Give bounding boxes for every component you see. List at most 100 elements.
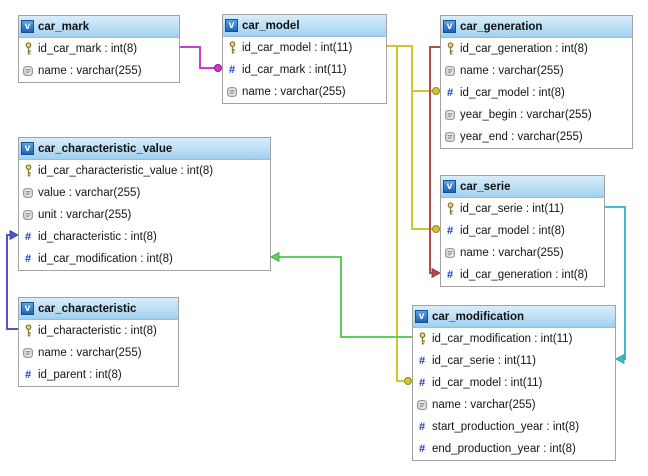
relation-line [387,45,412,385]
column-label: id_car_model : int(11) [432,377,543,389]
column-label: name : varchar(255) [460,65,564,77]
column-row-car_characteristic_value-4[interactable]: #id_car_modification : int(8) [19,248,270,270]
text-field-icon [22,348,34,358]
column-row-car_modification-5[interactable]: # end_production_year : int(8) [413,438,615,460]
relation-line [180,46,222,72]
table-toggle-icon[interactable]: v [21,302,34,315]
column-row-car_generation-1[interactable]: name : varchar(255) [441,60,632,82]
table-toggle-icon[interactable]: v [443,180,456,193]
relation-line [387,45,440,95]
column-label: id_car_mark : int(8) [38,43,138,55]
column-row-car_characteristic_value-0[interactable]: id_car_characteristic_value : int(8) [19,160,270,182]
column-label: id_car_serie : int(11) [432,355,536,367]
table-toggle-icon[interactable]: v [443,20,456,33]
column-label: id_car_generation : int(8) [460,269,588,281]
foreign-key-icon: # [446,268,454,281]
column-row-car_generation-2[interactable]: # id_car_model : int(8) [441,82,632,104]
foreign-key-icon: # [24,252,32,265]
column-label: end_production_year : int(8) [432,443,576,455]
table-title: car_model [242,19,300,32]
column-row-car_modification-3[interactable]: name : varchar(255) [413,394,615,416]
text-field-icon [444,132,456,142]
column-row-car_modification-1[interactable]: # id_car_serie : int(11) [413,350,615,372]
relation-line [387,45,440,233]
column-row-car_modification-0[interactable]: id_car_modification : int(11) [413,328,615,350]
text-field-icon [22,66,34,76]
relation-line [6,229,19,330]
foreign-key-icon: # [24,230,32,243]
column-row-car_generation-4[interactable]: year_end : varchar(255) [441,126,632,148]
foreign-key-icon: # [418,376,426,389]
column-label: id_car_modification : int(11) [432,333,573,345]
column-label: name : varchar(255) [460,247,564,259]
column-row-car_characteristic-2[interactable]: #id_parent : int(8) [19,364,178,386]
column-row-car_generation-0[interactable]: id_car_generation : int(8) [441,38,632,60]
text-field-icon [226,87,238,97]
column-row-car_characteristic-1[interactable]: name : varchar(255) [19,342,178,364]
relation-endpoint-circle [432,87,440,95]
column-row-car_modification-4[interactable]: #start_production_year : int(8) [413,416,615,438]
table-car_characteristic[interactable]: v car_characteristic id_characteristic : i… [18,297,179,387]
foreign-key-icon: # [418,354,426,367]
table-title: car_characteristic [38,302,137,315]
column-row-car_characteristic_value-3[interactable]: # id_characteristic : int(8) [19,226,270,248]
primary-key-icon [22,324,34,338]
table-toggle-icon[interactable]: v [415,310,428,323]
column-row-car_mark-0[interactable]: id_car_mark : int(8) [19,38,179,60]
column-row-car_model-0[interactable]: id_car_model : int(11) [223,37,386,59]
table-header-car_model[interactable]: v car_model [223,15,386,37]
relation-endpoint-arrow [9,229,19,241]
table-car_model[interactable]: v car_model id_car_model : int(11)#id_car_… [222,14,387,104]
table-header-car_characteristic[interactable]: v car_characteristic [19,298,178,320]
column-label: id_car_characteristic_value : int(8) [38,165,214,177]
text-field-icon [22,188,34,198]
foreign-key-icon: # [418,442,426,455]
column-label: id_car_model : int(8) [460,225,565,237]
primary-key-icon [416,332,428,346]
column-label: year_end : varchar(255) [460,131,583,143]
column-label: name : varchar(255) [38,347,142,359]
foreign-key-icon: # [446,86,454,99]
column-label: id_car_model : int(8) [460,87,565,99]
primary-key-icon [22,164,34,178]
text-field-icon [444,66,456,76]
relation-line [429,46,441,279]
column-row-car_characteristic_value-2[interactable]: unit : varchar(255) [19,204,270,226]
column-row-car_serie-3[interactable]: # id_car_generation : int(8) [441,264,604,286]
column-row-car_serie-0[interactable]: id_car_serie : int(11) [441,198,604,220]
relation-endpoint-arrow [615,353,625,365]
column-row-car_modification-2[interactable]: # id_car_model : int(11) [413,372,615,394]
column-row-car_characteristic-0[interactable]: id_characteristic : int(8) [19,320,178,342]
column-label: id_characteristic : int(8) [38,325,157,337]
relation-endpoint-circle [404,377,412,385]
column-label: id_characteristic : int(8) [38,231,157,243]
table-toggle-icon[interactable]: v [21,142,34,155]
column-label: name : varchar(255) [242,86,346,98]
column-label: unit : varchar(255) [38,209,132,221]
column-row-car_model-2[interactable]: name : varchar(255) [223,81,386,103]
primary-key-icon [226,41,238,55]
relation-endpoint-arrow [431,267,441,279]
table-toggle-icon[interactable]: v [21,20,34,33]
table-toggle-icon[interactable]: v [225,19,238,32]
text-field-icon [444,110,456,120]
column-row-car_model-1[interactable]: #id_car_mark : int(11) [223,59,386,81]
column-row-car_serie-1[interactable]: #id_car_model : int(8) [441,220,604,242]
column-row-car_mark-1[interactable]: name : varchar(255) [19,60,179,82]
column-row-car_serie-2[interactable]: name : varchar(255) [441,242,604,264]
column-row-car_characteristic_value-1[interactable]: value : varchar(255) [19,182,270,204]
foreign-key-icon: # [228,63,236,76]
relation-endpoint-circle [214,64,222,72]
column-label: name : varchar(255) [432,399,536,411]
column-row-car_generation-3[interactable]: year_begin : varchar(255) [441,104,632,126]
